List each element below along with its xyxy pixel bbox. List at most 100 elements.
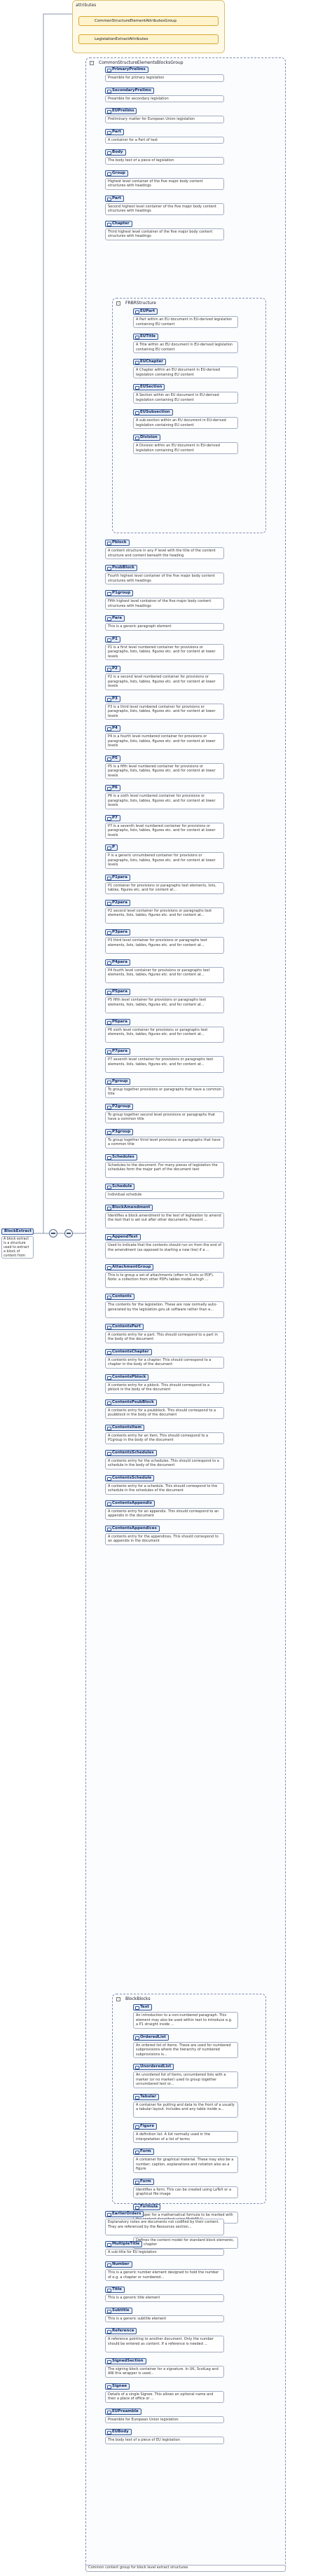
schema-element[interactable]: AppendText	[105, 1234, 141, 1240]
element-description: A sub-title for EU legislation	[105, 2248, 224, 2256]
schema-element[interactable]: P2group	[105, 1103, 134, 1110]
schema-element[interactable]: Reference	[105, 2328, 137, 2334]
schema-element[interactable]: EUSection	[133, 384, 165, 390]
schema-element[interactable]: P2para	[105, 899, 130, 906]
schema-element[interactable]: P7para	[105, 1048, 130, 1055]
schema-element[interactable]: SignedSection	[105, 2357, 146, 2364]
schema-element[interactable]: Tabular	[133, 2093, 159, 2100]
schema-element[interactable]: P1	[105, 636, 120, 643]
schema-element[interactable]: Chapter	[105, 220, 132, 227]
schema-element[interactable]: P4para	[105, 959, 130, 966]
schema-element[interactable]: EUPrelims	[105, 108, 137, 114]
sequence-compositor-icon[interactable]	[49, 1229, 57, 1238]
schema-element[interactable]: Signee	[105, 2383, 130, 2390]
element-description: P5 fifth level container for provisions …	[105, 996, 224, 1013]
schema-element[interactable]: Group	[105, 170, 128, 177]
schema-element[interactable]: Body	[105, 149, 126, 156]
schema-element[interactable]: Schedules	[105, 1153, 137, 1160]
schema-element[interactable]: Number	[105, 2261, 132, 2268]
schema-element[interactable]: Schedule	[105, 1184, 135, 1190]
schema-element[interactable]: P3	[105, 695, 120, 702]
collapse-toggle-icon[interactable]: -	[116, 301, 120, 306]
schema-element[interactable]: EarlierOrders	[105, 2211, 144, 2217]
schema-element[interactable]: ContentsPblock	[105, 1373, 149, 1381]
schema-element[interactable]: Text	[133, 2004, 152, 2010]
schema-element[interactable]: P7	[105, 814, 120, 821]
element-description: A contents entry for a schedule. This sh…	[105, 1482, 224, 1495]
element-description: Used to indicate that the contents shoul…	[105, 1242, 224, 1259]
element-description: A Title within an EU document in EU-deri…	[133, 341, 238, 353]
schema-element[interactable]: EUChapter	[133, 359, 166, 365]
element-description: P2 is a second level numbered container …	[105, 673, 224, 690]
schema-element[interactable]: UnorderedList	[133, 2064, 174, 2070]
element-description: A Chapter within an EU document in EU-de…	[133, 366, 238, 378]
schema-element[interactable]: P1para	[105, 874, 130, 881]
element-description: A contents entry for a chapter. This sho…	[105, 1356, 224, 1369]
schema-element[interactable]: EUSubsection	[133, 409, 173, 416]
collapse-toggle-icon[interactable]: -	[90, 61, 94, 65]
schema-element[interactable]: Form	[133, 2149, 154, 2155]
schema-element[interactable]: AttachmentGroup	[105, 1263, 154, 1270]
schema-element[interactable]: PrimaryPrelims	[105, 67, 148, 73]
schema-element[interactable]: Part	[105, 128, 124, 135]
element-description: P6 is a sixth level numbered container f…	[105, 793, 224, 809]
element-description: P3 is a third level numbered container f…	[105, 703, 224, 720]
element-description: A container for graphical material. Thes…	[133, 2156, 238, 2173]
root-element[interactable]: BlockExtract	[1, 1228, 34, 1235]
schema-element[interactable]: Para	[105, 615, 125, 622]
schema-element[interactable]: Title	[105, 2287, 125, 2293]
schema-element[interactable]: P3group	[105, 1128, 134, 1135]
element-description: P2 second level container for provisions…	[105, 907, 224, 924]
schema-element[interactable]: EUTitle	[133, 334, 159, 340]
schema-element[interactable]: Division	[133, 434, 160, 441]
schema-element[interactable]: P6	[105, 785, 120, 791]
schema-element[interactable]: ContentsAppendix	[105, 1500, 155, 1507]
schema-element[interactable]: P4	[105, 725, 120, 732]
element-description: Highest level container of the five majo…	[105, 177, 224, 190]
schema-element[interactable]: P2	[105, 666, 120, 672]
root-description: A block extract is a structure used to e…	[1, 1236, 34, 1259]
element-description: The contents for the legislation. These …	[105, 1301, 224, 1318]
schema-element[interactable]: ContentsPsubBlock	[105, 1399, 157, 1406]
schema-element[interactable]: EUPart	[133, 308, 158, 315]
element-description: A Division within an EU document in EU-d…	[133, 442, 238, 454]
schema-element[interactable]: Pblock	[105, 540, 130, 546]
collapse-toggle-icon[interactable]: -	[116, 1997, 120, 2001]
attributes-heading: attributes	[76, 3, 97, 8]
element-description: Fifth highest level container of the fiv…	[105, 598, 224, 610]
schema-element[interactable]: ContentsItem	[105, 1424, 145, 1431]
schema-element[interactable]: ContentsSchedule	[105, 1474, 155, 1481]
schema-element[interactable]: Formula	[133, 2203, 161, 2210]
schema-element[interactable]: EUPreamble	[105, 2408, 141, 2415]
schema-element[interactable]: ContentsChapter	[105, 1348, 152, 1355]
schema-element[interactable]: ContentsSchedules	[105, 1449, 157, 1456]
attribute-group-item[interactable]: CommonStructureElementAttributesGroup	[78, 16, 219, 26]
schema-element[interactable]: Pgroup	[105, 1078, 131, 1085]
schema-element[interactable]: ContentsPart	[105, 1323, 144, 1330]
attribute-group-item[interactable]: LegislationExtractAttributes	[78, 34, 219, 44]
schema-element[interactable]: ContentsAppendices	[105, 1525, 160, 1532]
schema-element[interactable]: OrderedList	[133, 2034, 169, 2041]
schema-element[interactable]: EUBody	[105, 2429, 132, 2435]
element-description: Identifies a block amendment to the text…	[105, 1212, 224, 1228]
element-description: To group together second level provision…	[105, 1111, 224, 1123]
schema-element[interactable]: BlockAmendment	[105, 1204, 153, 1211]
element-description: This is a generic number element designe…	[105, 2269, 224, 2281]
schema-element[interactable]: MultipleTitle	[105, 2240, 143, 2247]
schema-element[interactable]: Contents	[105, 1294, 134, 1300]
schema-element[interactable]: P1group	[105, 590, 134, 596]
schema-element[interactable]: P	[105, 844, 118, 851]
schema-element[interactable]: Part	[105, 195, 124, 202]
schema-element[interactable]: Subtitle	[105, 2307, 132, 2314]
schema-element[interactable]: PsubBlock	[105, 565, 137, 571]
schema-element[interactable]: SecondaryPrelims	[105, 87, 154, 94]
schema-element[interactable]: P5	[105, 755, 120, 762]
choice-compositor-icon[interactable]	[64, 1229, 73, 1238]
element-description: Schedules to the document. For many piec…	[105, 1161, 224, 1178]
element-description: This is a generic subtitle element	[105, 2315, 224, 2322]
schema-element[interactable]: P6para	[105, 1018, 130, 1025]
schema-element[interactable]: P3para	[105, 929, 130, 936]
schema-element[interactable]: P5para	[105, 989, 130, 995]
schema-element[interactable]: Figure	[133, 2123, 157, 2130]
schema-element[interactable]: Form	[133, 2178, 154, 2185]
